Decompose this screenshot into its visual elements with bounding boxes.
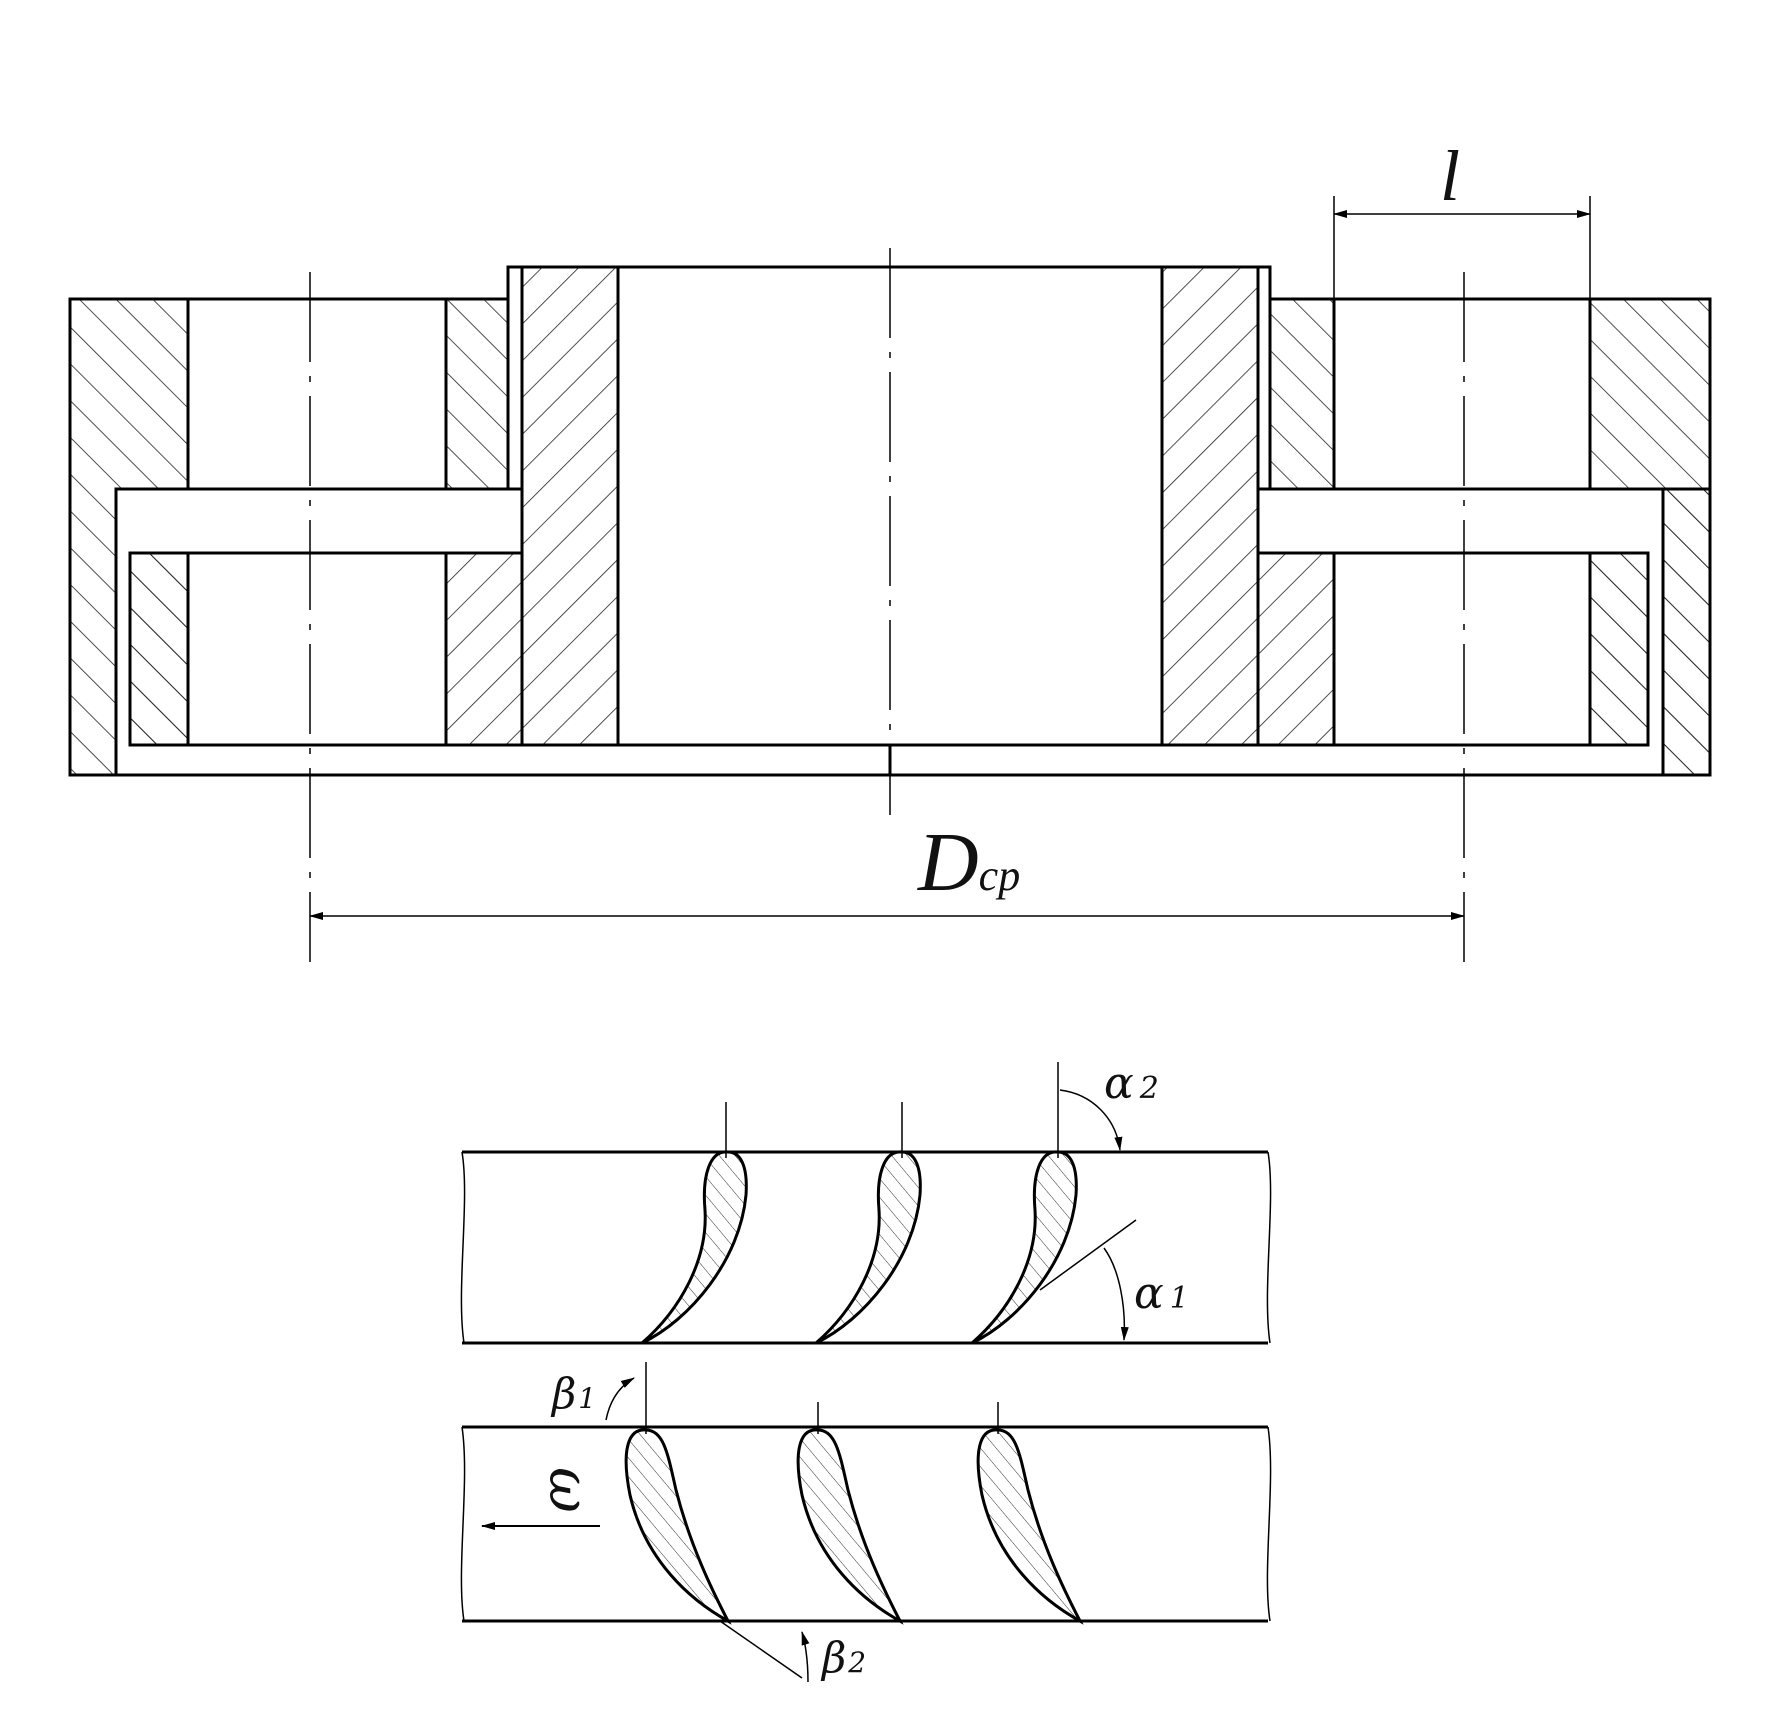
right-lower-disc [1256,551,1336,747]
label-dcp: Dcp [917,816,1020,909]
label-beta1: β1 [550,1369,596,1418]
label-l: l [1440,136,1460,216]
label-alpha2-symbol: α [1104,1058,1134,1109]
stage-section-view [68,265,1712,777]
label-alpha1-index: 1 [1170,1281,1189,1316]
right-lower-ring [1588,551,1650,747]
label-beta2: β2 [820,1633,866,1682]
rotor-cascade [460,1362,1272,1683]
alpha1-reference-line [1039,1219,1137,1291]
right-hub-wall [1160,265,1260,747]
label-beta1-symbol: β [550,1369,576,1418]
alpha1-arc [1103,1247,1129,1341]
label-beta1-index: 1 [578,1382,596,1415]
alpha2-arc [1059,1089,1123,1151]
beta1-arc [605,1377,635,1421]
label-beta2-symbol: β [820,1633,846,1682]
dimension-blade-length [1333,196,1591,299]
left-hub-wall [520,265,620,747]
rotor-blade-1 [624,1428,732,1625]
label-dcp-sub: cp [979,851,1021,900]
label-alpha2-index: 2 [1139,1071,1159,1106]
left-lower-disc [444,551,524,747]
label-alpha1-symbol: α [1134,1268,1164,1319]
label-beta2-index: 2 [847,1646,866,1679]
nozzle-cascade [460,1062,1272,1345]
rotor-left-break [460,1426,466,1622]
left-lower-ring [128,551,190,747]
centerlines [309,248,1465,962]
rotor-right-break [1266,1426,1272,1622]
label-omega: ω [536,1467,601,1513]
rotor-blade-2 [796,1428,904,1625]
section-outline [68,265,1712,777]
right-upper-diaphragm [1268,297,1336,491]
beta2-reference-line [719,1620,803,1679]
nozzle-blade-1 [641,1150,748,1345]
nozzle-blade-3 [971,1150,1078,1345]
nozzle-left-break [460,1151,466,1344]
left-upper-diaphragm [444,297,510,491]
nozzle-blade-2 [815,1150,922,1345]
beta2-arc [801,1631,810,1683]
label-dcp-main: D [917,816,979,909]
right-casing-strip [1661,487,1712,777]
rotor-blade-3 [976,1428,1084,1625]
nozzle-right-break [1266,1151,1272,1344]
